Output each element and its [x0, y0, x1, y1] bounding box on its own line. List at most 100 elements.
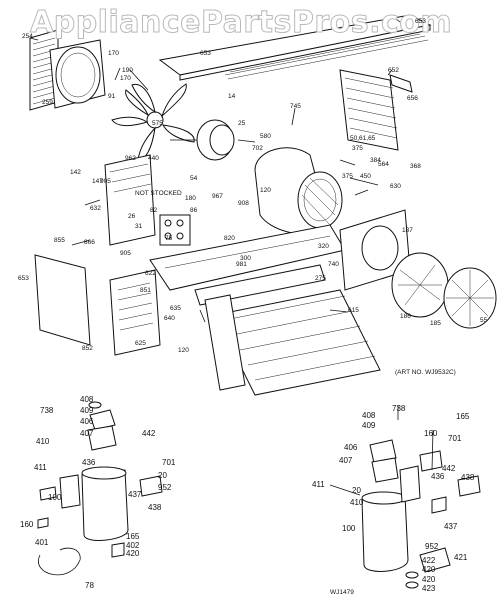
part-callout: 420 — [422, 565, 436, 574]
part-callout: 653 — [415, 18, 426, 25]
compressor-left — [37, 401, 163, 576]
condenser-coil — [339, 69, 413, 151]
part-callout: 100 — [342, 524, 356, 533]
fan-motor — [170, 119, 256, 161]
part-callout: 408 — [80, 395, 94, 404]
part-callout: 701 — [162, 458, 176, 467]
part-callout: 702 — [252, 145, 263, 152]
front-panel — [109, 269, 161, 356]
part-callout: 442 — [142, 429, 156, 438]
part-callout: 962 — [125, 155, 136, 162]
part-callout: 436 — [431, 472, 445, 481]
part-callout: 25 — [238, 120, 246, 127]
upper-leader-lines — [29, 17, 401, 323]
part-callout: 320 — [318, 243, 329, 250]
fan-blade — [111, 83, 195, 161]
part-callout: 625 — [135, 340, 146, 347]
part-callout: 653 — [200, 50, 211, 57]
part-callout: 438 — [148, 503, 162, 512]
part-callout: 402 — [126, 541, 140, 550]
side-shroud-right — [339, 209, 411, 291]
part-callout: 78 — [85, 581, 94, 590]
part-callout: 401 — [35, 538, 49, 547]
part-callout: 652 — [388, 67, 399, 74]
part-callout: 165 — [456, 412, 470, 421]
part-callout: 55 — [480, 317, 488, 324]
part-callout: 165 — [126, 532, 140, 541]
part-callout: 632 — [90, 205, 101, 212]
side-panel-left — [34, 254, 91, 346]
part-callout: 407 — [80, 429, 94, 438]
part-callout: 740 — [328, 261, 339, 268]
part-callout: 120 — [260, 187, 271, 194]
part-callout: 170 — [120, 75, 131, 82]
part-callout: 91 — [108, 93, 116, 100]
control-panel — [104, 154, 191, 246]
part-callout: 653 — [18, 275, 29, 282]
part-callout: 54 — [190, 175, 198, 182]
part-callout: 409 — [362, 421, 376, 430]
part-callout: 147 — [92, 178, 103, 185]
part-callout: 905 — [100, 178, 111, 185]
part-callout: 575 — [152, 120, 163, 127]
part-callout: 411 — [312, 480, 325, 489]
part-callout: 622 — [145, 270, 156, 277]
part-callout: 190 — [122, 67, 133, 74]
part-callout: 820 — [224, 235, 235, 242]
compressor-right — [329, 405, 481, 589]
part-callout: 100 — [48, 493, 62, 502]
part-callout: 142 — [70, 169, 81, 176]
part-callout: 410 — [350, 498, 364, 507]
part-callout: 406 — [344, 443, 358, 452]
part-callout: 851 — [140, 287, 151, 294]
part-callout: 375 — [342, 173, 353, 180]
part-callout: 407 — [339, 456, 353, 465]
part-callout: 120 — [178, 347, 189, 354]
part-callout: 952 — [425, 542, 439, 551]
part-callout: 905 — [120, 250, 131, 257]
part-callout: 745 — [290, 103, 301, 110]
part-callout: 14 — [228, 93, 236, 100]
part-callout: 185 — [430, 320, 441, 327]
part-callout: 738 — [392, 404, 406, 413]
part-callout: 420 — [126, 549, 140, 558]
part-callout: 852 — [82, 345, 93, 352]
part-callout: 438 — [461, 473, 475, 482]
part-callout: 375 — [352, 145, 363, 152]
part-callout: 406 — [80, 417, 94, 426]
part-callout: 254 — [22, 33, 33, 40]
top-cover — [158, 14, 432, 81]
part-callout: 981 — [236, 261, 247, 268]
part-callout: 275 — [315, 275, 326, 282]
part-callout: 866 — [84, 239, 95, 246]
part-callout: 409 — [80, 406, 94, 415]
part-callout: 630 — [390, 183, 401, 190]
part-callout: 738 — [40, 406, 54, 415]
part-callout: 701 — [448, 434, 462, 443]
blower-wheel — [254, 147, 343, 235]
lower-left-labels: 7384084094064074104114427014362095243843… — [20, 395, 176, 590]
part-callout: 160 — [20, 520, 34, 529]
part-callout: 437 — [128, 490, 142, 499]
part-callout: 20 — [158, 471, 167, 480]
part-callout: 300 — [240, 255, 251, 262]
part-callout: 952 — [158, 483, 172, 492]
part-callout: 640 — [164, 315, 175, 322]
part-callout: 855 — [54, 237, 65, 244]
watermark-text: AppliancePartsPros.com — [30, 5, 452, 40]
part-callout: 635 — [170, 305, 181, 312]
part-callout: 420 — [422, 575, 436, 584]
part-callout: 442 — [442, 464, 456, 473]
part-callout: 967 — [212, 193, 223, 200]
drawing-id: WJ1479 — [330, 589, 354, 596]
evaporator-coil — [204, 294, 246, 391]
part-callout: 411 — [34, 463, 47, 472]
part-callout: 259 — [42, 99, 53, 106]
part-callout: 436 — [82, 458, 96, 467]
part-callout: 423 — [422, 584, 436, 593]
part-callout: 170 — [108, 50, 119, 57]
part-callout: 50,61,65 — [350, 135, 376, 142]
